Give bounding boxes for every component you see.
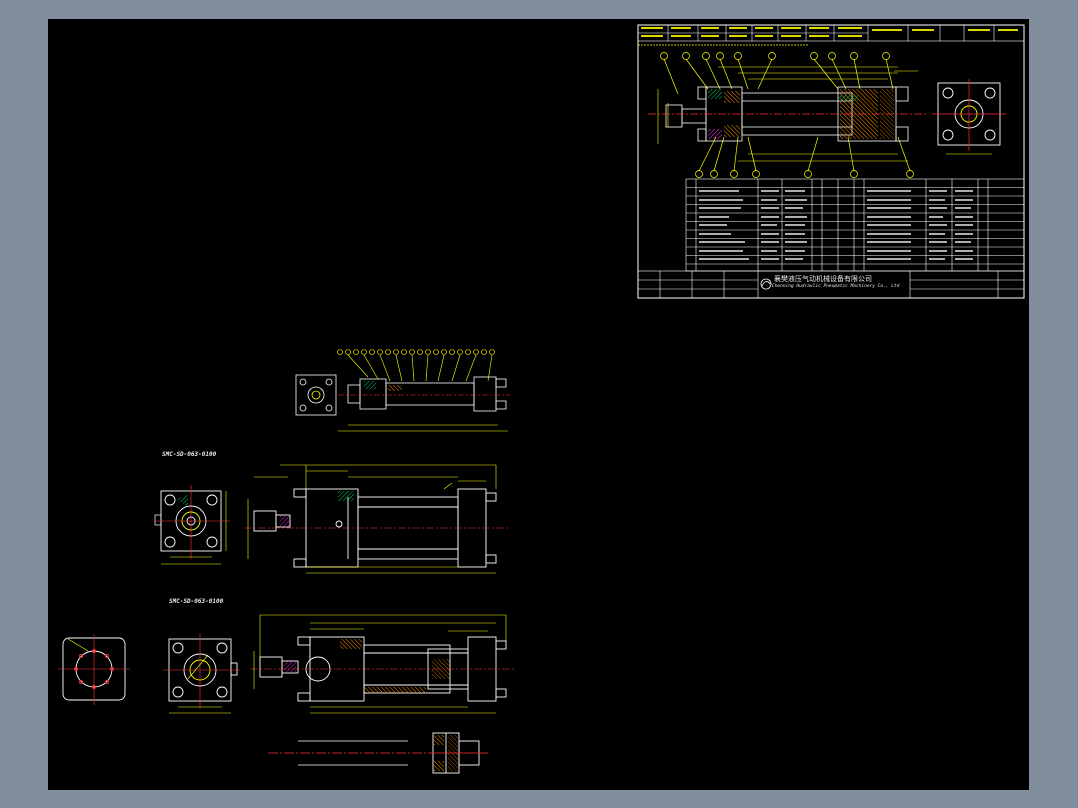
view-1-label: SMC-SD-063-0100 <box>162 451 217 458</box>
bottom-detail <box>268 732 488 774</box>
cad-drawing-canvas[interactable]: SMC-SD-063-0100 SMC-SD-063-0100 襄樊液压气动机械… <box>48 19 1029 790</box>
parts-list-table <box>685 178 1025 272</box>
assembly-sheet <box>637 24 1025 299</box>
company-name-en: Chenning Hudraulic Pneumatic Machinery C… <box>772 284 900 289</box>
view-2-label: SMC-SD-063-0100 <box>169 598 224 605</box>
part-balloons-bottom <box>695 136 914 178</box>
title-block <box>637 270 1025 299</box>
sheet-header-table <box>637 24 1025 42</box>
view-2-drawing <box>58 614 516 714</box>
view-1-drawing <box>154 464 508 574</box>
company-logo-icon <box>760 278 772 290</box>
part-balloons-top <box>660 52 894 95</box>
small-assembly-view <box>295 349 510 432</box>
company-name-cn: 襄樊液压气动机械设备有限公司 <box>774 275 872 283</box>
cad-drawing-svg <box>58 24 1025 774</box>
